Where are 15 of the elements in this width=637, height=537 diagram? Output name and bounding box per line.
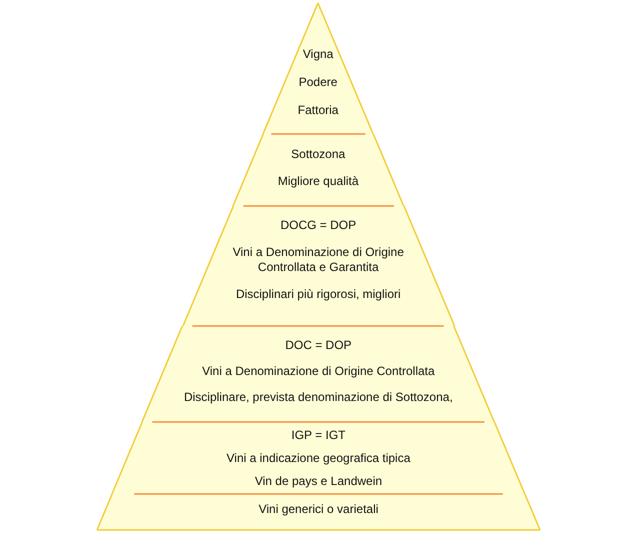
tier-text: Vini a Denominazione di Origine Controllata e Garantita xyxy=(232,245,405,275)
tier-text: DOC = DOP xyxy=(285,338,352,353)
tier-text: Vin de pays e Landwein xyxy=(254,474,382,489)
tier-text: Fattoria xyxy=(298,103,338,118)
tier-text: Podere xyxy=(298,75,338,90)
tier-text: Vini generici o varietali xyxy=(258,502,378,517)
tier-text: IGP = IGT xyxy=(291,428,346,443)
tier-text: Vigna xyxy=(302,47,334,62)
tier-text: DOCG = DOP xyxy=(280,218,356,233)
tier-text: Vini a Denominazione di Origine Controllata xyxy=(202,364,435,379)
tier-text: Disciplinari più rigorosi, migliori xyxy=(236,287,401,302)
tier-text: Sottozona xyxy=(291,147,346,162)
tier-text: Migliore qualità xyxy=(278,174,359,189)
tier-text: Disciplinare, prevista denominazione di Sottozona, xyxy=(184,390,453,405)
tier-text: Vini a indicazione geografica tipica xyxy=(226,451,410,466)
